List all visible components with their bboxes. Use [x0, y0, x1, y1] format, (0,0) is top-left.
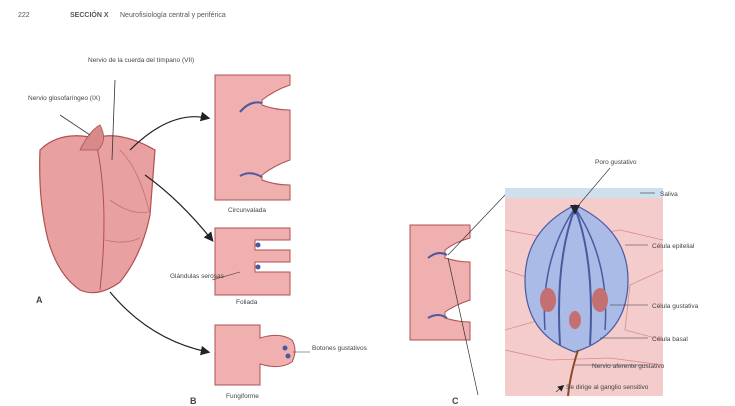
nerve-ix-label: Nervio glosofaríngeo (IX) [28, 95, 100, 102]
nerve-vii-label: Nervio de la cuerda del tímpano (VII) [88, 57, 194, 64]
saliva-label: Saliva [660, 191, 678, 198]
arrow-foliada [145, 175, 212, 240]
nerve-ix-leader [60, 115, 90, 135]
tongue-illustration [40, 125, 155, 293]
celula-gustativa-label: Célula gustativa [652, 303, 699, 310]
botones-gustativos-label: Botones gustativos [312, 345, 368, 352]
papilla-foliada [215, 228, 290, 295]
panel-a-letter: A [36, 295, 43, 305]
papilla-fungiforme [215, 325, 295, 385]
circunvalada-label: Circunvalada [228, 207, 266, 214]
nervio-destino-label: Se dirige al ganglio sensitivo [566, 384, 649, 391]
foliada-label: Foliada [236, 299, 258, 306]
panel-c-letter: C [452, 396, 459, 406]
papilla-circunvalada [215, 75, 290, 200]
arrow-fungiforme [110, 292, 208, 352]
fungiforme-label: Fungiforme [226, 393, 259, 400]
celula-basal-label: Célula basal [652, 336, 688, 343]
poro-gustativo-label: Poro gustativo [595, 159, 637, 166]
nervio-aferente-label: Nervio aferente gustativo [592, 363, 665, 370]
papilla-detail-small [410, 225, 470, 340]
celula-epitelial-label: Célula epitelial [652, 243, 695, 250]
panel-b-letter: B [190, 396, 197, 406]
